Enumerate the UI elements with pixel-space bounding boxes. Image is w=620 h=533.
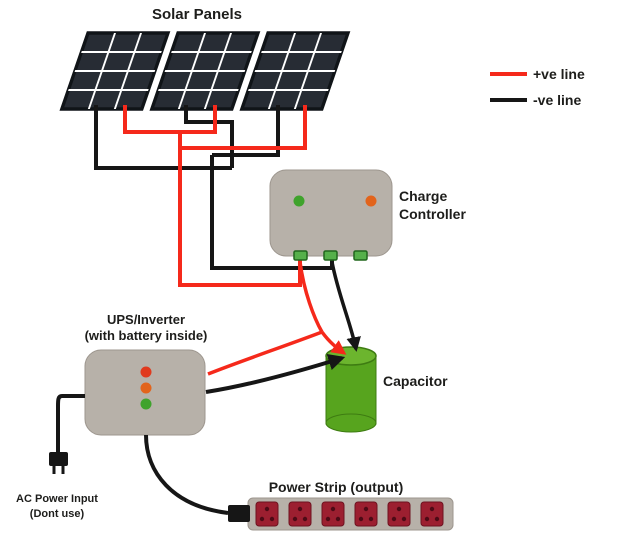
socket [321, 501, 345, 527]
power-strip-sockets [255, 501, 444, 527]
terminal-3 [353, 250, 368, 261]
ac-input [49, 394, 85, 474]
socket [354, 501, 378, 527]
positive-output-wire [298, 261, 324, 333]
socket [387, 501, 411, 527]
controller-output-wires [205, 261, 361, 394]
terminal-1 [293, 250, 308, 261]
ac-input-cable [56, 394, 85, 452]
controller-terminals [293, 250, 368, 261]
charge-controller-label-line1: Charge [399, 188, 447, 204]
panel-grid [248, 33, 342, 109]
ups-red-led [140, 366, 152, 378]
charge-controller-label-line2: Controller [399, 206, 466, 222]
ups-to-strip-cable [144, 434, 229, 515]
capacitor-label: Capacitor [383, 373, 448, 389]
controller-green-led [293, 195, 305, 207]
charge-controller-box [269, 169, 393, 257]
solar-panel-3 [239, 31, 351, 111]
power-strip-label: Power Strip (output) [269, 479, 404, 495]
ups-to-capacitor-wire [205, 353, 346, 394]
ac-input-label-line1: AC Power Input [16, 493, 98, 505]
terminal-2 [323, 250, 338, 261]
solar-panel-1 [59, 31, 171, 111]
socket [420, 501, 444, 527]
socket [288, 501, 312, 527]
legend: +ve line -ve line [490, 66, 585, 108]
power-strip [247, 497, 454, 531]
legend-negative-label: -ve line [533, 92, 581, 108]
controller-orange-led [365, 195, 377, 207]
legend-positive-label: +ve line [533, 66, 585, 82]
negative-wire-to-capacitor [330, 261, 361, 352]
ups-label-line1: UPS/Inverter [107, 312, 185, 327]
solar-panels-title: Solar Panels [152, 6, 242, 23]
ac-plug-body [49, 452, 68, 466]
capacitor-bottom [325, 413, 377, 433]
strip-plug [228, 505, 250, 522]
solar-panel-2 [149, 31, 261, 111]
panel-grid [68, 33, 162, 109]
panel-negative-wires [94, 105, 334, 270]
ups-inverter [84, 349, 206, 436]
solar-panel-array [59, 31, 351, 111]
charge-controller [269, 169, 393, 257]
positive-wire-to-ups [207, 330, 323, 376]
panel-grid [158, 33, 252, 109]
ups-green-led [140, 398, 152, 410]
ups-orange-led [140, 382, 152, 394]
ac-input-label-line2: (Dont use) [30, 508, 85, 520]
ac-plug-prongs [52, 466, 65, 474]
positive-wire-to-capacitor [320, 330, 347, 355]
ups-label-line2: (with battery inside) [85, 328, 208, 343]
socket [255, 501, 279, 527]
